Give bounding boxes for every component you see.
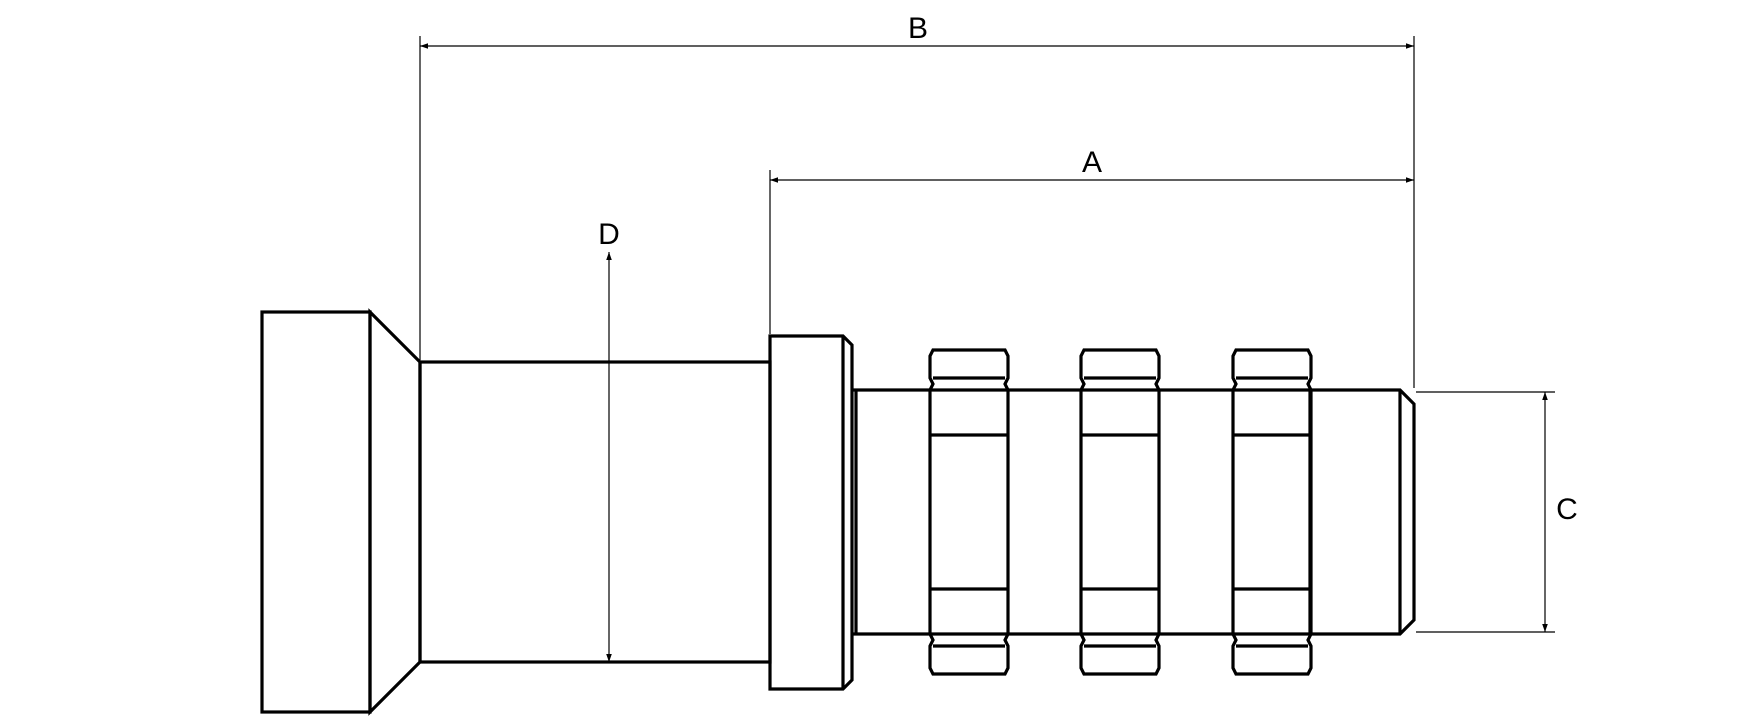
lock-nut-2 xyxy=(1079,348,1161,676)
collar xyxy=(768,334,854,691)
lock-nut-1 xyxy=(928,348,1010,676)
lock-nut-3 xyxy=(1231,348,1313,676)
dimension-c-label: C xyxy=(1556,493,1578,526)
main-body xyxy=(418,360,772,664)
dimension-d-label: D xyxy=(598,218,620,251)
taper-section xyxy=(368,308,422,716)
part-outline xyxy=(260,308,1416,716)
dimension-a-label: A xyxy=(1082,146,1102,179)
dimension-lines: B A D C xyxy=(419,12,1578,662)
dimension-b-label: B xyxy=(908,12,928,45)
cable-end-cap xyxy=(260,310,372,714)
